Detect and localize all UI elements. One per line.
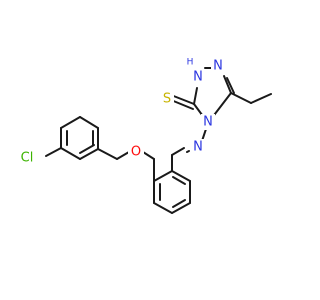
- molecule-structure-canvas: Cl O N N N N H S: [14, 57, 272, 214]
- double-bond-segment: [186, 150, 190, 153]
- label-background: [128, 144, 144, 160]
- bond: [79, 116, 99, 129]
- bond: [45, 147, 62, 157]
- double-bond-segment: [170, 99, 194, 110]
- ring-nh-hydrogen-label: H: [187, 58, 194, 68]
- aromatic-inner-bond: [172, 176, 186, 185]
- aromatic-inner-bond: [79, 144, 95, 154]
- label-background: [160, 91, 174, 107]
- label-background: [211, 58, 225, 74]
- bond: [60, 116, 81, 129]
- label-background: [191, 139, 205, 155]
- aromatic-inner-bond: [172, 199, 186, 208]
- bond: [97, 148, 118, 160]
- oxygen-atom-label: O: [131, 145, 141, 160]
- bond: [171, 170, 191, 182]
- label-background: [14, 150, 40, 166]
- bond: [170, 94, 195, 105]
- bond: [142, 151, 155, 160]
- sulfur-atom-label: S: [163, 92, 171, 107]
- bond-layer: [45, 67, 272, 214]
- ring-nitrogen-4-label: N: [203, 115, 213, 130]
- label-background: [201, 114, 215, 130]
- double-bond-segment: [226, 77, 235, 94]
- bond: [193, 87, 198, 105]
- label-background: [191, 69, 205, 85]
- bond: [223, 75, 232, 94]
- imine-nitrogen-label: N: [193, 140, 203, 155]
- ring-nitrogen-2-label: N: [213, 59, 223, 74]
- atom-label-layer: Cl O N N N N H S: [14, 58, 225, 166]
- bond: [153, 202, 173, 214]
- ring-nh-nitrogen-label: N: [193, 70, 203, 85]
- bond: [79, 148, 99, 160]
- bond: [171, 147, 185, 156]
- bond: [230, 92, 252, 104]
- bond: [60, 147, 81, 160]
- bond: [116, 151, 130, 160]
- chlorine-atom-label: Cl: [21, 151, 34, 166]
- bond: [171, 202, 191, 214]
- bond: [153, 170, 173, 182]
- chemical-structure-diagram: Cl O N N N N H S: [14, 57, 272, 214]
- bond: [250, 93, 272, 104]
